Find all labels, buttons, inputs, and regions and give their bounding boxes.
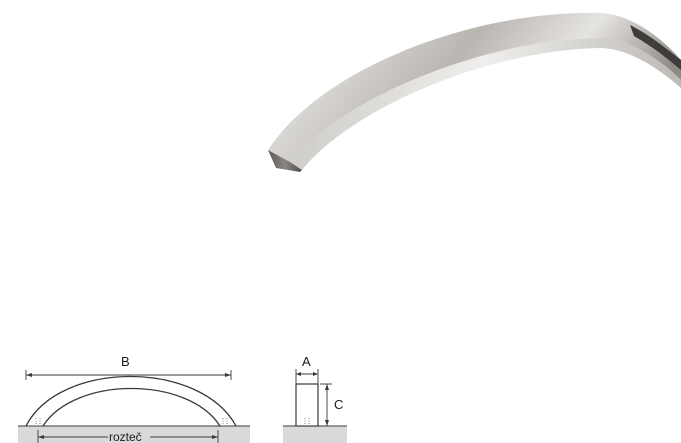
dim-c-label: C <box>334 397 343 412</box>
dim-spacing-arrow-left <box>38 435 44 439</box>
dim-b-arrow-left <box>26 373 32 377</box>
dim-spacing-arrow-right <box>212 435 218 439</box>
handle-inner-arc <box>42 387 221 427</box>
handle-outer-arc <box>25 375 237 427</box>
dim-b-label: B <box>121 354 130 369</box>
handle-right-end <box>630 25 681 70</box>
side-view-drawing: A C <box>283 354 347 443</box>
handle-photo <box>268 12 681 172</box>
dim-b-arrow-right <box>225 373 231 377</box>
handle-inner-face <box>290 38 681 170</box>
dim-spacing-label: rozteč <box>109 430 142 443</box>
handle-profile <box>295 383 319 427</box>
handle-left-end <box>268 150 302 172</box>
dim-a-arrow-right <box>313 372 318 376</box>
screw-hole-side <box>304 418 310 428</box>
handle-top-face <box>268 12 681 162</box>
dim-a-label: A <box>302 354 311 369</box>
ground-side <box>283 426 347 443</box>
front-view-drawing: B rozteč <box>18 354 250 443</box>
screw-hole-left <box>35 418 41 428</box>
screw-hole-right <box>222 418 228 428</box>
dim-spacing-label-bg <box>108 428 150 442</box>
dim-c-arrow-top <box>325 384 329 390</box>
dim-a-arrow-left <box>296 372 301 376</box>
dim-c-arrow-bottom <box>325 420 329 426</box>
